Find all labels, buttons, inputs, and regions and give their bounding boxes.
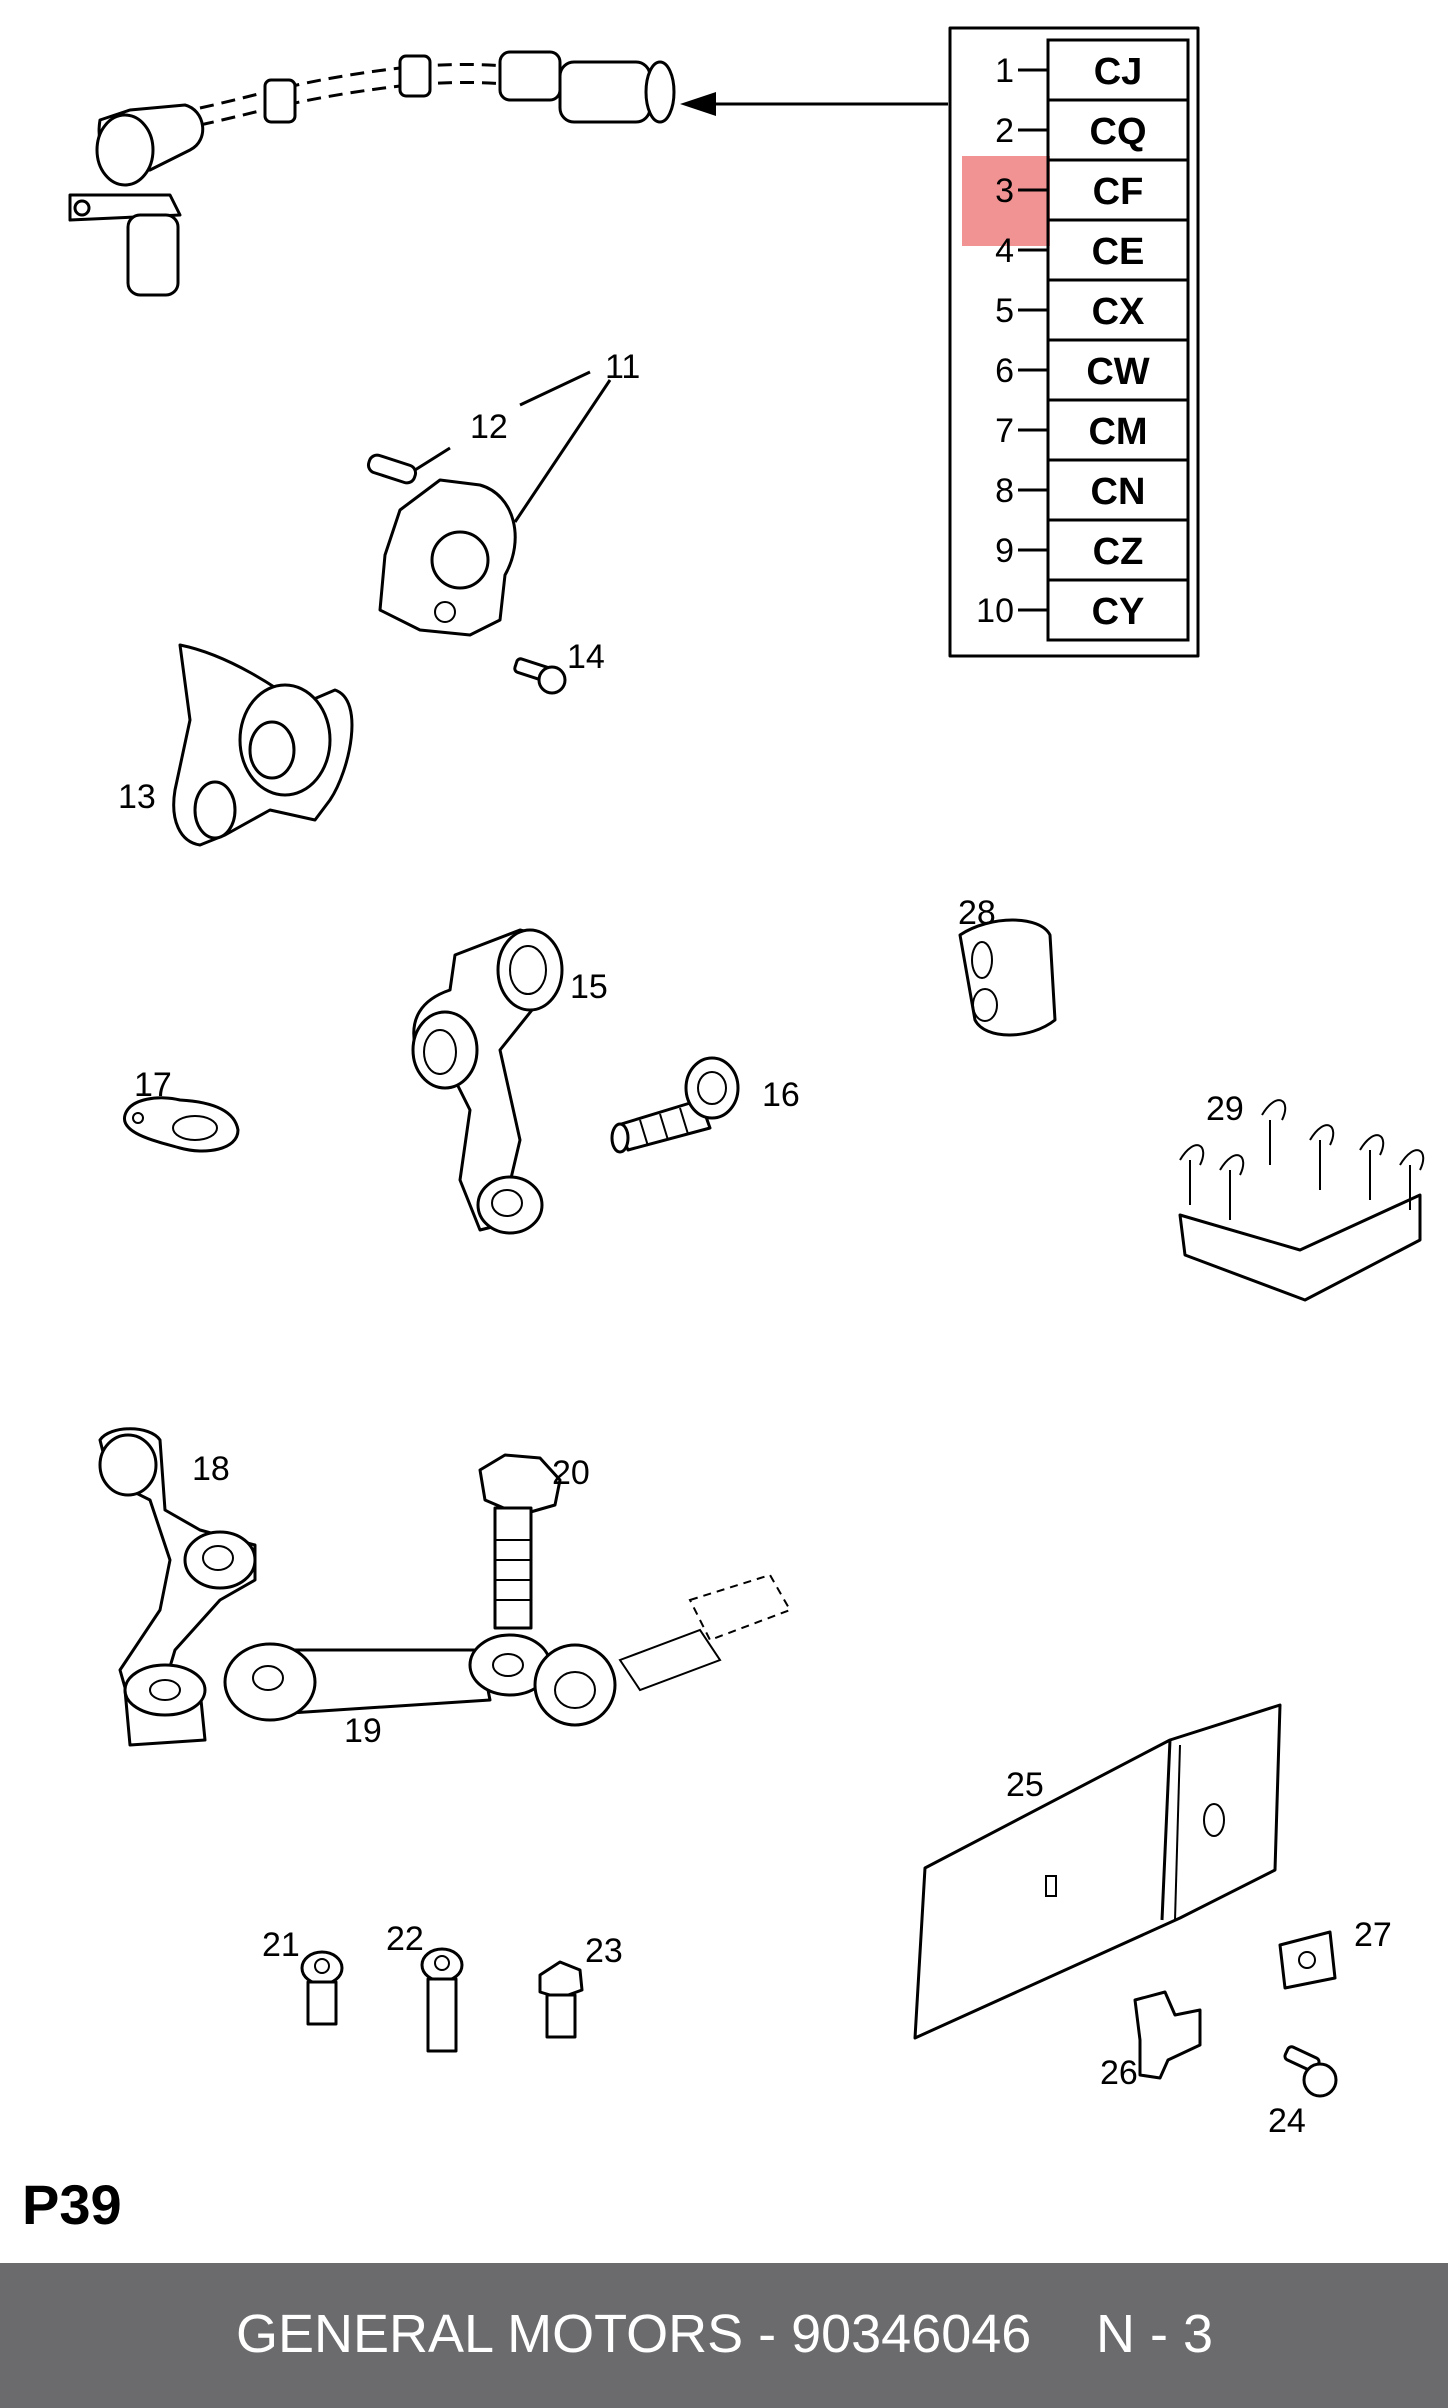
callout-26: 26 [1100,2054,1138,2092]
code-row-number: 6 [995,352,1014,390]
code-row-code: CE [1092,231,1145,273]
page-code: P39 [22,2173,122,2236]
leader-11b [513,379,612,523]
code-table [948,26,1200,658]
part-20-bolt [478,1453,562,1630]
code-row-code: CX [1092,291,1145,333]
code-row-number: 10 [976,592,1014,630]
sensor-cable-assembly [68,50,676,297]
callout-25: 25 [1006,1766,1044,1804]
code-row-code: CJ [1094,51,1143,93]
callout-12: 12 [470,408,508,446]
highlighted-row-marker [962,156,1050,246]
part-13-housing [172,643,354,847]
code-row-code: CM [1088,411,1147,453]
part-22-screw [420,1947,464,2053]
callout-23: 23 [585,1932,623,1970]
callout-11: 11 [605,348,640,386]
code-row-code: CW [1086,351,1149,393]
pointer-arrowhead [680,92,716,116]
callout-labels: 1 CJ 2 CQ 3 CF 4 CE 5 CX 6 CW 7 CM 8 CN 9 CZ 10 CY 11 12 13… [118,38,1392,2140]
callout-28: 28 [958,894,996,932]
callout-15: 15 [570,968,608,1006]
callout-19: 19 [344,1712,382,1750]
part-24-screw [1283,2045,1338,2098]
callout-29: 29 [1206,1090,1244,1128]
code-row-number: 8 [995,472,1014,510]
part-27-nut [1278,1930,1337,1990]
footer-bar: GENERAL MOTORS - 90346046 N - 3 [0,2263,1448,2408]
callout-22: 22 [386,1920,424,1958]
part-26-clip [1133,1990,1202,2080]
part-21-screw [300,1950,344,2026]
code-row-number: 9 [995,532,1014,570]
callout-18: 18 [192,1450,230,1488]
code-row-number: 7 [995,412,1014,450]
code-row-code: CY [1092,591,1145,633]
callout-27: 27 [1354,1916,1392,1954]
code-row-code: CN [1091,471,1146,513]
part-14-screw [513,657,567,695]
code-row-code: CF [1093,171,1144,213]
part-28-clip [958,918,1057,1037]
code-row-number: 4 [995,232,1014,270]
code-table-rows: 1 CJ 2 CQ 3 CF 4 CE 5 CX 6 CW 7 CM 8 CN 9 CZ 10 CY [976,38,1190,642]
code-row-number: 1 [995,52,1014,90]
callout-24: 24 [1268,2102,1306,2140]
part-18-lever [98,1427,257,1747]
code-row-code: CQ [1090,111,1147,153]
callout-21: 21 [262,1926,300,1964]
part-23-screw [538,1960,584,2039]
leader-11a [519,370,591,407]
part-19-link [223,1573,792,1727]
part-16-bolt [610,1056,740,1154]
callout-20: 20 [552,1454,590,1492]
parts-diagram [68,26,1425,2098]
part-17-gasket [123,1096,240,1153]
part-12-pin [366,453,418,485]
callout-16: 16 [762,1076,800,1114]
footer-brand-part: GENERAL MOTORS - 90346046 [236,2304,1032,2364]
part-11-bracket [378,478,517,637]
callout-17: 17 [134,1066,172,1104]
part-29-clip-set [1178,1099,1425,1302]
callout-13: 13 [118,778,156,816]
code-row-number: 2 [995,112,1014,150]
code-row-code: CZ [1093,531,1144,573]
code-row-number: 5 [995,292,1014,330]
code-row-number: 3 [995,172,1014,210]
leader-12 [414,446,451,472]
part-25-plate [913,1703,1282,2040]
part-15-lever [411,928,564,1235]
callout-14: 14 [567,638,605,676]
footer-quantity: N - 3 [1096,2304,1214,2364]
